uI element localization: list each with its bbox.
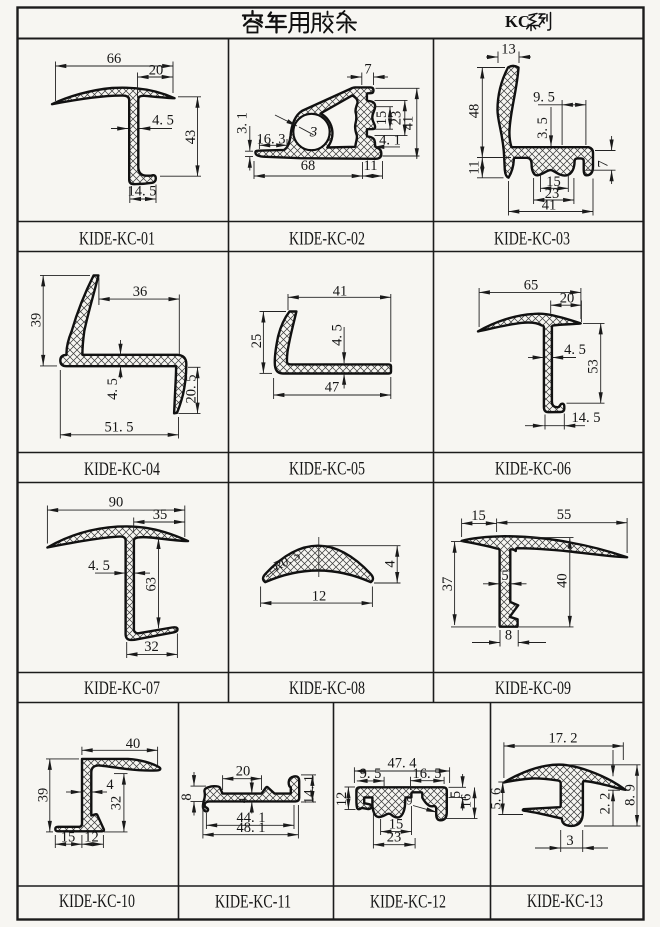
svg-text:47. 4: 47. 4 [388, 756, 418, 772]
svg-text:7: 7 [364, 62, 371, 78]
svg-text:3. 1: 3. 1 [235, 112, 251, 134]
svg-text:20: 20 [149, 63, 164, 79]
svg-text:20: 20 [560, 291, 575, 307]
svg-text:KIDE-KC-11: KIDE-KC-11 [215, 892, 291, 913]
svg-text:9. 5: 9. 5 [533, 90, 555, 106]
svg-text:66: 66 [107, 51, 122, 67]
svg-text:8. 9: 8. 9 [623, 784, 639, 806]
svg-text:KIDE-KC-04: KIDE-KC-04 [84, 459, 160, 480]
svg-text:KIDE-KC-09: KIDE-KC-09 [495, 678, 571, 699]
svg-text:41: 41 [401, 116, 417, 131]
svg-text:14. 5: 14. 5 [572, 410, 601, 426]
svg-text:9. 5: 9. 5 [360, 766, 382, 782]
svg-text:4. 5: 4. 5 [105, 378, 121, 400]
svg-text:4: 4 [383, 560, 399, 568]
svg-text:14. 1: 14. 1 [302, 775, 318, 804]
svg-text:15: 15 [374, 111, 390, 126]
svg-text:KIDE-KC-07: KIDE-KC-07 [84, 678, 160, 699]
svg-text:16: 16 [459, 794, 475, 809]
svg-text:68: 68 [301, 158, 316, 174]
svg-text:4. 5: 4. 5 [88, 558, 110, 574]
svg-text:7: 7 [596, 160, 612, 167]
svg-text:4. 5: 4. 5 [564, 342, 586, 358]
svg-text:KC: KC [505, 12, 530, 31]
svg-text:KIDE-KC-06: KIDE-KC-06 [495, 459, 571, 480]
svg-text:63: 63 [144, 577, 160, 592]
svg-text:12: 12 [334, 792, 350, 807]
svg-text:4: 4 [106, 777, 114, 793]
svg-text:15: 15 [471, 508, 486, 524]
svg-text:20: 20 [236, 764, 251, 780]
svg-text:3: 3 [309, 125, 318, 141]
svg-text:44. 1: 44. 1 [237, 810, 266, 826]
svg-text:41: 41 [333, 284, 348, 300]
svg-text:23: 23 [545, 186, 560, 202]
svg-text:14. 5: 14. 5 [128, 184, 157, 200]
svg-text:4. 5: 4. 5 [152, 113, 174, 129]
svg-text:15: 15 [61, 830, 76, 846]
svg-text:8: 8 [179, 793, 195, 800]
svg-text:12: 12 [312, 589, 327, 605]
svg-text:25: 25 [249, 334, 265, 349]
svg-text:16. 3: 16. 3 [257, 131, 286, 147]
svg-text:51. 5: 51. 5 [105, 420, 134, 436]
svg-text:23: 23 [389, 111, 405, 126]
svg-text:40: 40 [554, 573, 570, 588]
svg-text:32: 32 [109, 796, 125, 811]
svg-text:3: 3 [566, 833, 573, 849]
svg-text:43: 43 [183, 130, 199, 145]
svg-text:17. 2: 17. 2 [549, 731, 578, 747]
svg-text:32: 32 [144, 639, 159, 655]
svg-text:3. 5: 3. 5 [535, 117, 551, 139]
svg-text:39: 39 [36, 788, 52, 803]
svg-text:KIDE-KC-05: KIDE-KC-05 [289, 459, 365, 480]
svg-text:39: 39 [29, 313, 45, 328]
svg-text:11: 11 [364, 158, 378, 174]
svg-text:4. 5: 4. 5 [330, 324, 346, 346]
svg-text:12: 12 [84, 830, 99, 846]
svg-text:11: 11 [467, 161, 483, 175]
svg-text:KIDE-KC-08: KIDE-KC-08 [289, 678, 365, 699]
svg-text:4: 4 [237, 797, 249, 803]
svg-text:KIDE-KC-12: KIDE-KC-12 [370, 892, 446, 913]
svg-text:20. 5: 20. 5 [184, 375, 200, 404]
svg-text:KIDE-KC-01: KIDE-KC-01 [79, 229, 155, 250]
svg-text:5: 5 [501, 568, 508, 584]
svg-text:2. 2: 2. 2 [598, 793, 614, 815]
svg-text:37: 37 [440, 577, 456, 592]
svg-text:36: 36 [133, 284, 148, 300]
svg-text:15: 15 [389, 817, 404, 833]
svg-text:53: 53 [586, 359, 602, 374]
svg-text:KIDE-KC-02: KIDE-KC-02 [289, 229, 365, 250]
svg-text:5. 6: 5. 6 [489, 788, 505, 810]
svg-text:23: 23 [387, 830, 402, 846]
svg-text:65: 65 [524, 277, 539, 293]
svg-text:KIDE-KC-13: KIDE-KC-13 [527, 891, 603, 912]
svg-text:15: 15 [546, 174, 561, 190]
svg-text:9: 9 [407, 796, 413, 808]
svg-text:48: 48 [467, 104, 483, 119]
svg-text:41: 41 [542, 198, 557, 214]
svg-text:8: 8 [505, 628, 512, 644]
svg-text:13: 13 [501, 42, 516, 58]
svg-text:47: 47 [325, 379, 340, 395]
svg-text:55: 55 [557, 507, 572, 523]
svg-text:KIDE-KC-10: KIDE-KC-10 [59, 891, 135, 912]
svg-text:90: 90 [109, 495, 124, 511]
svg-text:48. 1: 48. 1 [237, 820, 266, 836]
svg-text:40: 40 [126, 736, 141, 752]
svg-text:35: 35 [153, 507, 168, 523]
svg-text:KIDE-KC-03: KIDE-KC-03 [494, 229, 570, 250]
svg-text:5: 5 [448, 791, 464, 798]
svg-text:4. 1: 4. 1 [379, 133, 401, 149]
svg-text:16. 5: 16. 5 [413, 766, 442, 782]
